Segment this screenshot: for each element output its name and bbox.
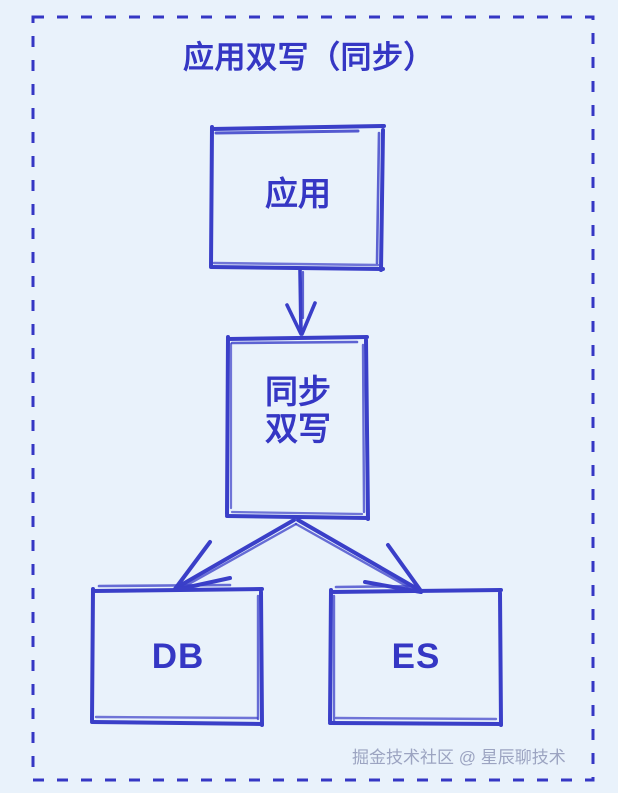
edge-sync-to-db bbox=[173, 518, 298, 592]
node-box-sync bbox=[225, 335, 370, 521]
edge-sync-to-es bbox=[294, 518, 423, 594]
outer-dashed-frame bbox=[31, 15, 595, 782]
node-box-es bbox=[328, 584, 503, 727]
edge-app-to-sync bbox=[285, 268, 317, 336]
node-box-db bbox=[90, 583, 264, 727]
node-box-app bbox=[209, 124, 386, 272]
